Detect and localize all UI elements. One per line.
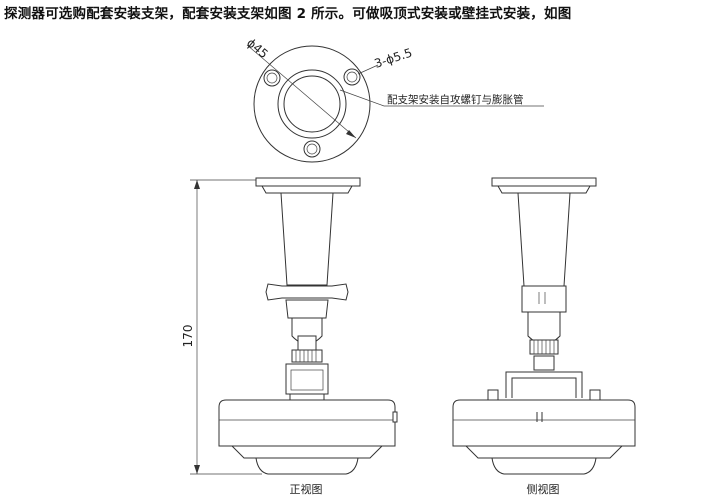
front-stem: [297, 335, 317, 351]
side-nut: [529, 339, 559, 355]
front-arm: [280, 192, 334, 286]
page-heading: 探测器可选购配套安装支架，配套安装支架如图 2 所示。可做吸顶式安装或壁挂式安装…: [4, 6, 572, 22]
front-plate: [255, 177, 361, 187]
side-screw-left: [487, 389, 499, 401]
screw-note: 配支架安装自攻螺钉与膨胀管: [387, 93, 524, 106]
screw-note-leader: [339, 89, 385, 107]
plate-inner-circle-outer: [277, 69, 347, 139]
mounting-hole-bottom-inner: [306, 143, 318, 155]
side-neck: [521, 285, 567, 313]
height-arrow-bottom: [194, 465, 200, 474]
front-view-caption: 正视图: [290, 482, 323, 496]
side-view: [452, 177, 636, 475]
side-u-bracket: [505, 371, 583, 398]
mounting-hole-right-inner: [346, 71, 358, 83]
side-stem: [533, 355, 555, 371]
side-plate-flange: [497, 185, 591, 194]
front-detector-body: [218, 399, 396, 447]
side-arm: [517, 192, 571, 287]
side-lens-dome: [491, 457, 597, 475]
mounting-hole-bottom: [303, 140, 321, 158]
front-nut: [291, 349, 323, 363]
mounting-hole-left-inner: [266, 72, 278, 84]
diameter-label: ϕ45: [244, 36, 271, 62]
side-u-bracket-inner: [511, 377, 577, 398]
front-lens-dome: [255, 457, 359, 475]
side-screw-right: [589, 389, 601, 401]
front-side-button: [392, 411, 398, 423]
side-body-lower: [464, 445, 624, 459]
front-neck: [285, 299, 329, 319]
side-view-caption: 侧视图: [527, 482, 560, 496]
front-socket-base: [289, 393, 325, 401]
height-label: 170: [181, 325, 195, 348]
mounting-hole-left: [263, 69, 281, 87]
front-view: [218, 177, 398, 475]
side-plate: [491, 177, 597, 187]
side-detector-body: [452, 399, 636, 447]
height-dimension: 170: [181, 179, 262, 475]
diameter-dimension-line: [246, 44, 357, 139]
side-nut-knurl: [533, 340, 555, 354]
top-view: ϕ45 3-ϕ5.5 配支架安装自攻螺钉与膨胀管: [244, 36, 544, 163]
mounting-hole-right: [343, 68, 361, 86]
height-arrow-top: [194, 180, 200, 189]
plate-outer-circle: [253, 45, 371, 163]
front-wing-clamp: [265, 283, 349, 301]
front-body-lower: [230, 445, 384, 459]
front-plate-flange: [261, 185, 353, 194]
holes-leader-line: [357, 64, 379, 75]
holes-label: 3-ϕ5.5: [373, 45, 414, 70]
side-swivel: [527, 311, 561, 345]
front-socket: [285, 363, 329, 395]
front-socket-inner: [290, 369, 324, 391]
diameter-arrow: [346, 130, 356, 138]
front-nut-knurl: [295, 350, 317, 362]
plate-inner-circle: [283, 75, 341, 133]
